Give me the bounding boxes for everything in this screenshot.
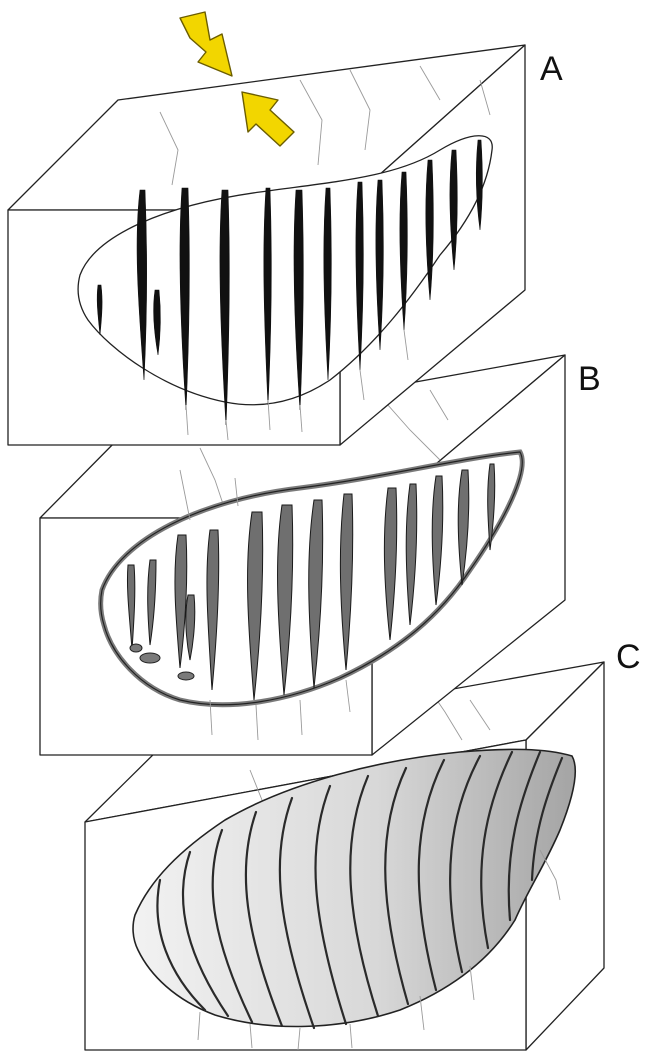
panel-label-a: A xyxy=(540,50,563,88)
panel-label-b: B xyxy=(578,360,601,398)
compression-arrow-icon xyxy=(180,12,232,76)
panel-label-c: C xyxy=(616,638,641,676)
